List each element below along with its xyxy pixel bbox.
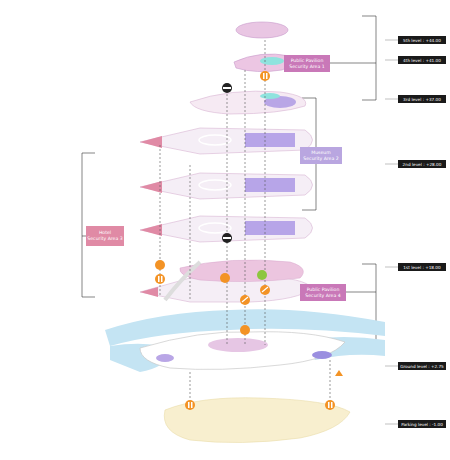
node-sublabel: Security Area 1 <box>289 64 324 70</box>
node-label: 2nd level : +28.00 <box>403 162 442 167</box>
zone-tag: Public PavilionSecurity Area 1 <box>284 55 330 72</box>
symbol-glyph <box>158 73 333 408</box>
zone-tag: MuseumSecurity Area 2 <box>300 147 342 164</box>
ramp <box>165 262 200 300</box>
node-sublabel: Security Area 2 <box>303 156 338 162</box>
node-label: 5th level : +44.00 <box>403 38 441 43</box>
ground-room <box>156 354 174 362</box>
node-label: 3rd level : +37.00 <box>403 97 441 102</box>
floor-plate <box>190 91 306 114</box>
bracket <box>82 16 398 424</box>
node-label: Hotel <box>99 230 111 236</box>
level-label: 5th level : +44.00 <box>398 36 446 44</box>
pool <box>260 93 280 99</box>
parking-plate <box>164 398 350 443</box>
node-label: Ground level : +2.75 <box>400 364 444 369</box>
node-label: 1st level : +18.00 <box>403 265 440 270</box>
zone-tag: HotelSecurity Area 3 <box>86 226 124 246</box>
circulation-symbol <box>155 71 343 410</box>
ground-plate <box>140 332 345 370</box>
node-sublabel: Security Area 4 <box>305 293 340 299</box>
roof-plate <box>236 22 288 38</box>
level-label: 4th level : +41.00 <box>398 56 446 64</box>
node-label: 4th level : +41.00 <box>403 58 441 63</box>
vertical-link <box>160 40 330 410</box>
level-label: Parking level : -1.00 <box>398 420 446 428</box>
node-label: Parking level : -1.00 <box>401 422 443 427</box>
node-sublabel: Security Area 3 <box>87 236 122 242</box>
floor-stack <box>140 128 313 242</box>
pool <box>260 57 284 65</box>
ground-room <box>312 351 332 359</box>
node-label: Public Pavilion <box>291 58 324 64</box>
level-label: 2nd level : +28.00 <box>398 160 446 168</box>
zone-tag: Public PavilionSecurity Area 4 <box>300 284 346 301</box>
node-label: Public Pavilion <box>307 287 340 293</box>
level-label: 3rd level : +37.00 <box>398 95 446 103</box>
node-label: Museum <box>311 150 330 156</box>
floor-tip <box>140 287 158 297</box>
level-label: Ground level : +2.75 <box>398 362 446 370</box>
ground-core <box>208 338 268 352</box>
level-label: 1st level : +18.00 <box>398 263 446 271</box>
